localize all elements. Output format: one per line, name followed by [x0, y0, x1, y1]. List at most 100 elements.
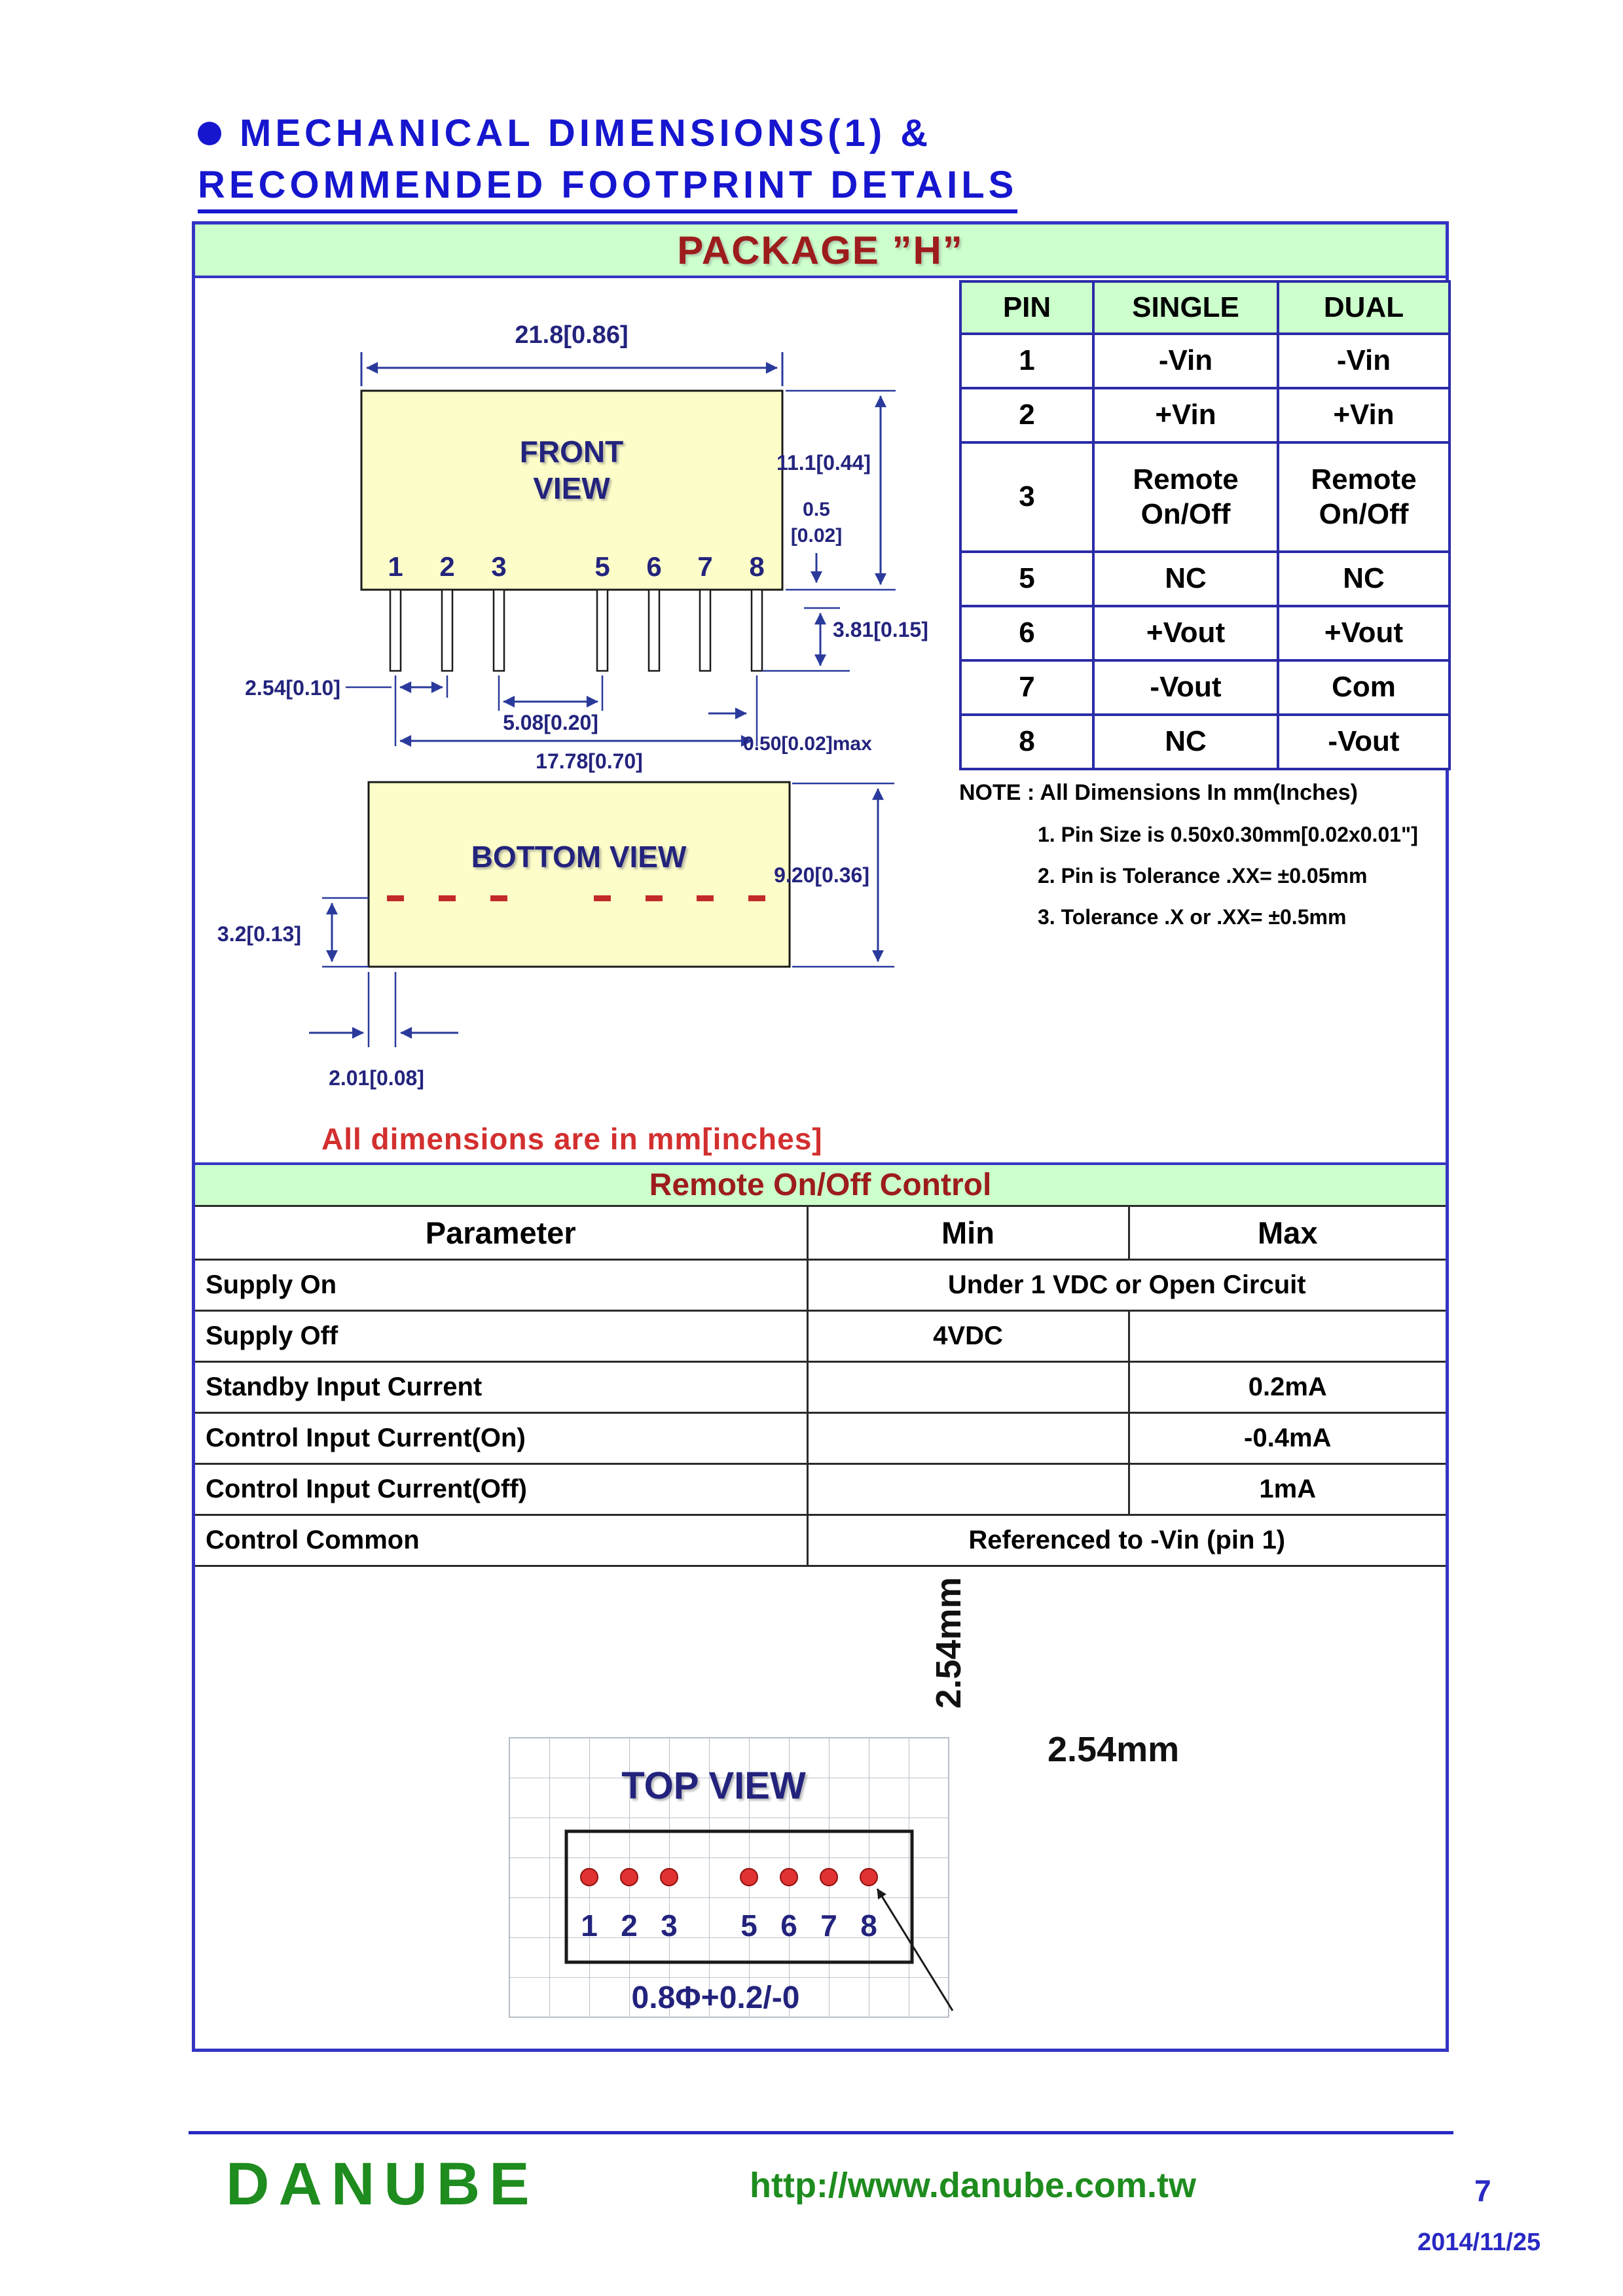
footprint-outline	[564, 1829, 914, 1964]
dim-body-width: 21.8[0.86]	[515, 321, 628, 349]
pin-number-label: 5	[594, 551, 610, 582]
dim-standoff-in: [0.02]	[791, 525, 842, 547]
remote-table-header-row: Parameter Min Max	[195, 1207, 1446, 1261]
pin-number-label: 3	[491, 551, 506, 582]
pin-number-cell: 6	[959, 605, 1095, 662]
remote-control-header-bar: Remote On/Off Control	[195, 1162, 1446, 1207]
col-header-dual: DUAL	[1277, 280, 1451, 335]
table-row: Standby Input Current 0.2mA	[195, 1360, 1446, 1414]
max-cell: 0.2mA	[1127, 1360, 1446, 1414]
notes-title: NOTE : All Dimensions In mm(Inches)	[959, 780, 1358, 805]
bullet-icon	[198, 121, 221, 145]
front-view-pins	[389, 588, 763, 672]
front-view-body	[360, 389, 784, 591]
bottom-view-pin-pads	[387, 895, 765, 901]
parameter-cell: Control Input Current(Off)	[195, 1462, 809, 1516]
table-row: 8 NC -Vout	[959, 713, 1451, 770]
min-cell: 4VDC	[806, 1309, 1130, 1363]
pin-number-label: 8	[860, 1909, 877, 1943]
parameter-cell: Control Common	[195, 1513, 809, 1567]
dim-pin-span: 17.78[0.70]	[536, 749, 643, 773]
pin-number-cell: 5	[959, 550, 1095, 607]
parameter-cell: Supply Off	[195, 1309, 809, 1363]
pin-number-cell: 3	[959, 441, 1095, 553]
table-row: Supply On Under 1 VDC or Open Circuit	[195, 1258, 1446, 1312]
table-row: 6 +Vout +Vout	[959, 605, 1451, 662]
dim-pin-offset: 2.01[0.08]	[329, 1066, 424, 1090]
max-cell: -0.4mA	[1127, 1411, 1446, 1465]
dual-cell: Remote On/Off	[1277, 441, 1451, 553]
footprint-holes	[580, 1868, 878, 1886]
front-view-title-line2: VIEW	[533, 471, 610, 505]
dual-cell: +Vout	[1277, 605, 1451, 662]
notes-block: NOTE : All Dimensions In mm(Inches) 1. P…	[959, 780, 1418, 929]
footprint-pitch-vertical: 2.54mm	[929, 1577, 968, 1709]
single-cell: +Vin	[1092, 387, 1279, 444]
heading-line2: RECOMMENDED FOOTPRINT DETAILS	[198, 163, 1018, 213]
max-cell: 1mA	[1127, 1462, 1446, 1516]
pin-table-header-row: PIN SINGLE DUAL	[959, 280, 1451, 335]
bottom-view-body	[367, 781, 791, 968]
dim-pin-width: 0.50[0.02]max	[743, 733, 872, 755]
website-link[interactable]: http://www.danube.com.tw	[750, 2166, 1196, 2205]
pin-number-label: 7	[697, 551, 712, 582]
package-title: PACKAGE ”H”	[677, 228, 964, 272]
table-row: Control Input Current(On) -0.4mA	[195, 1411, 1446, 1465]
single-cell: +Vout	[1092, 605, 1279, 662]
pin-number-cell: 2	[959, 387, 1095, 444]
front-view-diagram: 21.8[0.86] FRONT VIEW 1 2 3 5 6 7 8 11.1…	[245, 321, 928, 773]
dimension-lines	[309, 782, 894, 1047]
hole-diameter-label: 0.8Φ+0.2/-0	[632, 1981, 800, 2015]
table-row: 1 -Vin -Vin	[959, 332, 1451, 389]
dual-cell: -Vout	[1277, 713, 1451, 770]
value-cell: Referenced to -Vin (pin 1)	[806, 1513, 1446, 1567]
revision-date: 2014/11/25	[1417, 2229, 1541, 2256]
note-item: 3. Tolerance .X or .XX= ±0.5mm	[1038, 905, 1347, 929]
pin-number-label: 1	[581, 1909, 598, 1943]
footprint-pin-numbers: 1 2 3 5 6 7 8	[581, 1909, 877, 1943]
dimension-lines	[346, 352, 896, 747]
single-cell: Remote On/Off	[1092, 441, 1279, 553]
front-view-title-line1: FRONT	[520, 435, 623, 469]
note-item: 2. Pin is Tolerance .XX= ±0.05mm	[1038, 864, 1368, 888]
pin-number-label: 6	[646, 551, 661, 582]
table-row: 5 NC NC	[959, 550, 1451, 607]
dimensions-note: All dimensions are in mm[inches]	[321, 1122, 823, 1156]
page-heading: MECHANICAL DIMENSIONS(1) & RECOMMENDED F…	[198, 111, 1018, 213]
company-logo: DANUBE	[226, 2151, 539, 2217]
single-cell: -Vin	[1092, 332, 1279, 389]
dual-cell: NC	[1277, 550, 1451, 607]
dim-pin-pitch: 2.54[0.10]	[245, 676, 340, 700]
pin-number-label: 8	[749, 551, 764, 582]
value-cell: Under 1 VDC or Open Circuit	[806, 1258, 1446, 1312]
package-header-bar: PACKAGE ”H”	[195, 224, 1446, 278]
table-row: Supply Off 4VDC	[195, 1309, 1446, 1363]
dim-edge-offset: 3.2[0.13]	[217, 922, 301, 946]
remote-control-table: Parameter Min Max Supply On Under 1 VDC …	[195, 1207, 1446, 1567]
front-view-pin-numbers: 1 2 3 5 6 7 8	[388, 551, 764, 582]
note-item: 1. Pin Size is 0.50x0.30mm[0.02x0.01"]	[1038, 823, 1418, 846]
single-cell: -Vout	[1092, 659, 1279, 716]
dim-body-height: 11.1[0.44]	[776, 451, 871, 475]
min-cell	[806, 1462, 1130, 1516]
pin-number-label: 6	[780, 1909, 797, 1943]
pin-number-cell: 7	[959, 659, 1095, 716]
parameter-cell: Standby Input Current	[195, 1360, 809, 1414]
hole-leader-arrow	[876, 1888, 954, 2011]
dual-cell: -Vin	[1277, 332, 1451, 389]
pin-number-label: 3	[661, 1909, 678, 1943]
bottom-view-title: BOTTOM VIEW	[471, 840, 687, 874]
min-cell	[806, 1360, 1130, 1414]
col-header-max: Max	[1127, 1207, 1446, 1261]
dim-pin-length: 3.81[0.15]	[833, 618, 928, 641]
pin-number-label: 1	[388, 551, 403, 582]
top-view-title: TOP VIEW	[621, 1765, 806, 1807]
dual-cell: +Vin	[1277, 387, 1451, 444]
single-cell: NC	[1092, 713, 1279, 770]
dim-standoff-mm: 0.5	[803, 499, 830, 520]
footprint-pitch-horizontal: 2.54mm	[1048, 1730, 1180, 1769]
dim-body-depth: 9.20[0.36]	[774, 863, 869, 887]
max-cell	[1127, 1309, 1446, 1363]
remote-control-title: Remote On/Off Control	[649, 1168, 992, 1202]
